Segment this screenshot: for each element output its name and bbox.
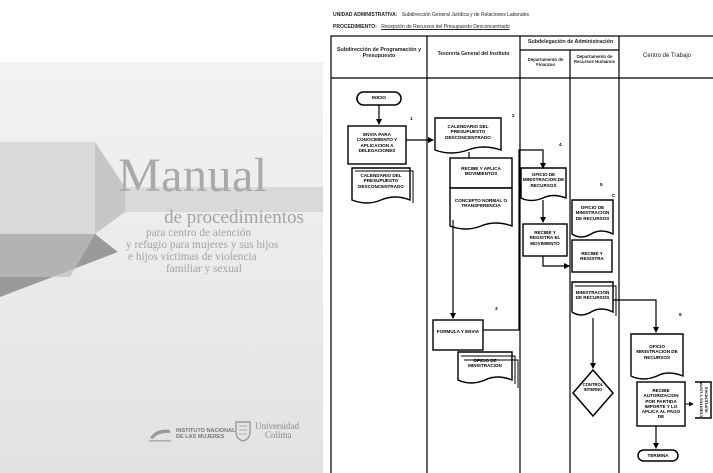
step-3-label: FORMULA Y ENVIA: [436, 329, 480, 334]
document-5b-label: MINISTRACION DE RECURSOS: [575, 290, 610, 301]
document-5-label: OFICIO DE MINISTRACION DE RECURSOS: [575, 205, 610, 221]
column-header-finanzas: Departamento de Finanzas: [527, 57, 564, 67]
procedure-header: PROCEDIMIENTO: Recepción de Recursos del…: [333, 24, 510, 30]
step-number-2: 2: [512, 113, 515, 118]
column-header-programacion: Subdirección de Programación y Presupues…: [336, 47, 422, 59]
step-2-label: RECIBE Y APLICA MOVIMIENTOS: [461, 166, 501, 177]
manual-cover: Manual de procedimientos para centro de …: [0, 0, 323, 473]
flowchart-page: UNIDAD ADMINISTRATIVA: Subdirección Gene…: [323, 0, 713, 473]
column-header-recursos-humanos: Departamento de Recursos Humanos: [573, 54, 616, 64]
cover-subtitle-line-4: e hijos víctimas de violencia: [128, 250, 257, 263]
termina-label: TERMINA: [647, 453, 669, 458]
cover-subtitle-line-2: para centro de atención: [146, 226, 252, 239]
step-number-4: 4: [559, 142, 562, 147]
document-6-label: OFICIO MINISTRACION DE RECURSOS: [636, 344, 678, 360]
cover-subtitle-line-5: familiar y sexual: [166, 262, 242, 275]
unit-header: UNIDAD ADMINISTRATIVA: Subdirección Gene…: [333, 12, 529, 18]
document-4: [520, 167, 567, 202]
step-number-1: 1: [410, 116, 413, 121]
document-2b-label: CONCEPTO NORMAL O TRANSFERENCIA: [454, 198, 508, 209]
step-1-label: ENVIA PARA CONOCIMIENTO Y APLICACION A D…: [356, 132, 398, 153]
side-document: [695, 381, 712, 419]
document-6: [630, 333, 684, 380]
cover-title: Manual: [118, 149, 268, 202]
column-header-centro-trabajo: Centro de Trabajo: [642, 53, 692, 59]
inmujeres-logo: INSTITUTO NACIONAL DE LAS MUJERES: [148, 426, 235, 442]
document-3-label: OFICIO DE MINISTRACION: [468, 358, 502, 369]
universidad-colima-logo: Universidad Colima: [234, 420, 299, 442]
step-3-box: [432, 319, 484, 351]
inmujeres-logo-line-2: DE LAS MUJERES: [176, 434, 225, 440]
inmujeres-logo-line-1: INSTITUTO NACIONAL: [176, 427, 236, 434]
document-4-label: OFICIO DE MINISTRACION DE RECURSOS: [522, 172, 565, 188]
step-4-box: [522, 223, 568, 257]
step-number-3: 3: [495, 306, 498, 311]
step-4-label: RECIBE Y REGISTRA EL MOVIMIENTO: [529, 230, 561, 246]
procedure-value: Recepción de Recursos del Presupuesto De…: [381, 24, 510, 30]
document-5b: [571, 281, 614, 316]
step-5-label: RECIBE Y REGISTRA: [580, 251, 604, 262]
document-2a-label: CALENDARIO DEL PRESUPUESTO DESCONCENTRAD…: [445, 124, 491, 140]
step-5-box: [571, 239, 613, 273]
step-1-box: [347, 125, 407, 165]
unit-value: Subdirección General Jurídica y de Relac…: [401, 12, 530, 18]
cover-subtitle-line-3: y refugio para mujeres y sus hijos: [126, 238, 279, 251]
swimlane-grid: [330, 35, 713, 473]
cover-swoosh-graphic: [0, 142, 323, 297]
step-number-5: 5: [600, 182, 603, 187]
control-interno-diamond: [572, 368, 614, 418]
mark-c-1: C: [612, 193, 616, 198]
document-1-label: CALENDARIO DEL PRESUPUESTO DESCONCENTRAD…: [358, 173, 404, 189]
cover-subtitle: de procedimientos para centro de atenció…: [126, 208, 318, 275]
cover-subtitle-line-1: de procedimientos: [164, 207, 304, 228]
diamond-label: CONTROL INTERNO: [582, 382, 604, 392]
inicio-label: INICIO: [371, 95, 387, 100]
procedure-label: PROCEDIMIENTO:: [333, 24, 377, 30]
termina-terminator: [637, 449, 679, 462]
step-6-box: [636, 381, 686, 427]
step-2-box: [449, 157, 513, 189]
universidad-logo-line-2: Colima: [265, 430, 292, 440]
document-2a: [434, 117, 502, 154]
column-header-subdelegacion: Subdelegación de Administración: [527, 39, 614, 45]
cover-top-margin: [0, 0, 323, 62]
inmujeres-emblem-icon: [149, 429, 171, 442]
unit-label: UNIDAD ADMINISTRATIVA:: [333, 12, 398, 18]
universidad-logo-line-1: Universidad: [255, 421, 299, 431]
document-5: [571, 199, 614, 238]
document-2b: [449, 187, 513, 230]
flowchart-diagram: [330, 35, 713, 473]
column-header-tesoreria: Tesorería General del Instituto: [437, 51, 510, 57]
document-1: [351, 167, 411, 204]
side-document-label: CUENTAS Y LISTA SUPLENCIAS: [698, 382, 708, 418]
step-number-6: 6: [679, 312, 682, 317]
university-shield-icon: [235, 421, 251, 442]
step-6-label: RECIBE AUTORIZACION POR PARTIDA IMPORTE …: [641, 388, 681, 420]
